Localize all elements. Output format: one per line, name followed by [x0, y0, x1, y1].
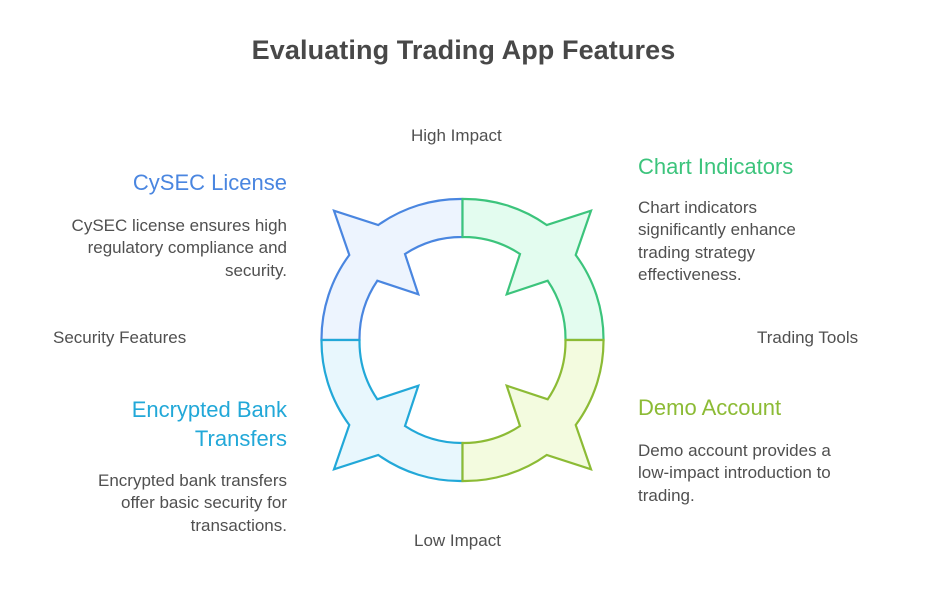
- heading-demo-account: Demo Account: [638, 395, 782, 420]
- description-line: offer basic security for: [121, 493, 287, 513]
- quadrant-shape-cysec-license: [320, 197, 464, 342]
- description-line: Demo account provides a: [638, 441, 831, 460]
- description-line: security.: [224, 260, 287, 280]
- description-line: trading strategy: [638, 242, 756, 262]
- quadrant-shape-encrypted-bank-transfers: [320, 338, 464, 483]
- axis-label-trading-tools: Trading Tools: [757, 328, 859, 347]
- diagram-title: Evaluating Trading App Features: [251, 35, 676, 65]
- heading-chart-indicators: Chart Indicators: [638, 154, 794, 179]
- description-line: low-impact introduction to: [638, 463, 831, 483]
- description-demo-account: Demo account provides a low-impact intro…: [638, 440, 898, 507]
- axis-label-low-impact: Low Impact: [414, 531, 501, 550]
- description-line: regulatory compliance and: [87, 238, 287, 258]
- description-line: Encrypted bank transfers: [98, 471, 287, 490]
- description-cysec-license: CySEC license ensures high regulatory co…: [27, 215, 287, 282]
- heading-cysec-license: CySEC License: [132, 170, 287, 195]
- axis-label-high-impact: High Impact: [411, 126, 502, 145]
- description-line: trading.: [638, 485, 695, 505]
- description-line: significantly enhance: [638, 220, 796, 240]
- description-line: Chart indicators: [638, 198, 758, 217]
- heading-encrypted-bank-transfers: Encrypted Bank Transfers: [132, 395, 287, 453]
- description-encrypted-bank-transfers: Encrypted bank transfers offer basic sec…: [27, 470, 287, 537]
- description-line: effectiveness.: [638, 264, 742, 284]
- description-line: CySEC license ensures high: [71, 216, 287, 235]
- description-line: transactions.: [190, 515, 287, 535]
- heading-line: Encrypted Bank: [131, 397, 287, 422]
- quadrant-shape-chart-indicators: [461, 197, 605, 342]
- description-chart-indicators: Chart indicators significantly enhance t…: [638, 197, 898, 286]
- quadrant-shape-demo-account: [461, 338, 605, 483]
- heading-line: Transfers: [194, 426, 287, 451]
- axis-label-security-features: Security Features: [53, 328, 187, 347]
